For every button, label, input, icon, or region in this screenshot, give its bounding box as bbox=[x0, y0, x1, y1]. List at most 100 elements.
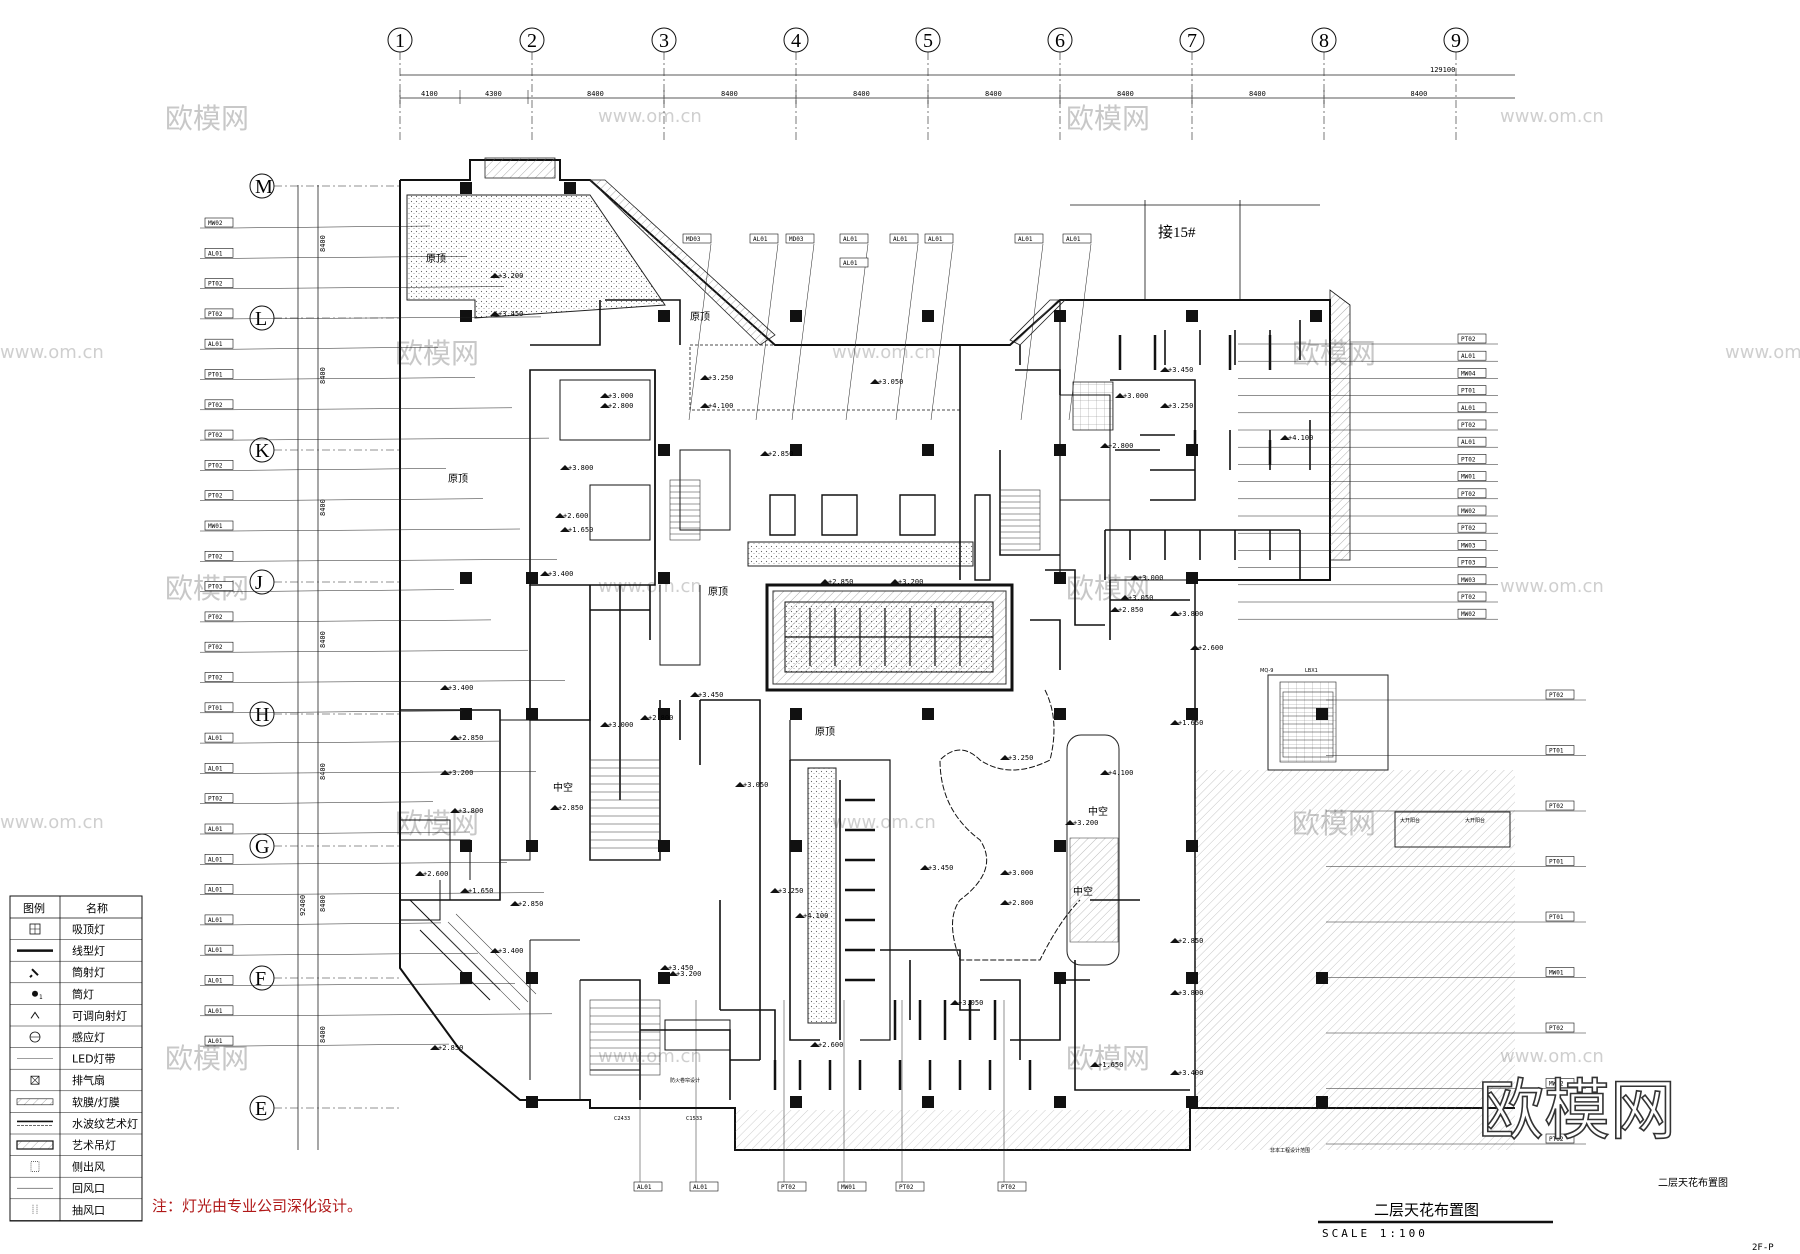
material-tag-box bbox=[204, 520, 234, 531]
column bbox=[790, 444, 802, 456]
elevation-triangle bbox=[600, 393, 610, 398]
tag-leader-line bbox=[232, 468, 447, 471]
row-axis-label: G bbox=[255, 836, 269, 858]
material-tag-box bbox=[1457, 385, 1487, 395]
sensor-light-icon bbox=[29, 1031, 41, 1043]
tag-leader-line bbox=[232, 922, 442, 926]
soft-film-icon bbox=[16, 1098, 54, 1106]
column-dimension: 8400 bbox=[721, 90, 738, 98]
column-axis-label: 4 bbox=[791, 30, 801, 52]
material-tag-code: PT02 bbox=[208, 462, 223, 469]
column bbox=[1310, 310, 1322, 322]
staircases bbox=[439, 479, 1334, 1076]
elevation-value: +3.450 bbox=[928, 864, 953, 872]
column bbox=[460, 310, 472, 322]
stair-4 bbox=[589, 999, 661, 1076]
material-tag-code: AL01 bbox=[208, 887, 223, 894]
column bbox=[790, 1096, 802, 1108]
tag-leader-line bbox=[232, 437, 550, 441]
material-tag-code: PT02 bbox=[1549, 1136, 1564, 1143]
room-label-yuanding: 原顶 bbox=[426, 253, 446, 265]
elevation-value: +3.800 bbox=[458, 807, 483, 815]
elevation-triangle bbox=[735, 782, 745, 787]
column bbox=[526, 840, 538, 852]
column bbox=[1054, 572, 1066, 584]
material-tag-box bbox=[1457, 608, 1487, 619]
tag-leader-line bbox=[232, 680, 566, 683]
column bbox=[790, 310, 802, 322]
material-tag-box bbox=[839, 233, 869, 244]
column-dimension: 8400 bbox=[853, 90, 870, 98]
room-label-lbx: LBX1 bbox=[1305, 668, 1318, 674]
elevation-value: +3.200 bbox=[1073, 819, 1098, 827]
material-tag-box bbox=[689, 1181, 719, 1192]
door-label-c2433: C2433 bbox=[614, 1116, 630, 1122]
elevation-value: +4.100 bbox=[1288, 434, 1313, 442]
elevation-triangle bbox=[600, 403, 610, 408]
tag-leader-line bbox=[232, 1043, 450, 1047]
elevation-triangle bbox=[1110, 607, 1120, 612]
elevation-triangle bbox=[440, 770, 450, 775]
material-tag-code: PT01 bbox=[208, 705, 223, 712]
elevation-triangle bbox=[450, 735, 460, 740]
tag-leader-line bbox=[232, 892, 545, 895]
material-tag-code: PT02 bbox=[1549, 692, 1564, 699]
material-tag-box bbox=[837, 1181, 867, 1192]
elevation-value: +1.650 bbox=[568, 526, 593, 534]
material-tag-code: AL01 bbox=[1461, 405, 1476, 412]
material-tag-code: AL01 bbox=[208, 826, 223, 833]
elevation-value: +2.600 bbox=[818, 1041, 843, 1049]
material-tag-code: PT02 bbox=[208, 402, 223, 409]
legend-item-name: 水波纹艺术灯 bbox=[72, 1116, 138, 1130]
elevation-triangle bbox=[700, 403, 710, 408]
watermark-brand: 欧模网 bbox=[1066, 1042, 1150, 1075]
legend-item-name: 吸顶灯 bbox=[72, 923, 105, 936]
title-block: 二层天花布置图 SCALE 1:100 二层天花布置图 2F-P bbox=[1318, 1176, 1774, 1253]
elevation-value: +1.650 bbox=[468, 887, 493, 895]
elevation-triangle bbox=[1160, 367, 1170, 372]
material-tag-code: MW01 bbox=[841, 1184, 856, 1191]
material-tag-box bbox=[997, 1181, 1027, 1192]
column bbox=[658, 972, 670, 984]
material-tag-code: MW01 bbox=[1461, 474, 1476, 481]
connect-label: 接15# bbox=[1158, 224, 1196, 241]
material-tag-box bbox=[1457, 333, 1487, 344]
material-tag-code: PT02 bbox=[1461, 336, 1476, 343]
material-tag-code: PT02 bbox=[781, 1184, 796, 1191]
material-tag-box bbox=[204, 914, 234, 925]
material-tag-code: PT01 bbox=[1549, 859, 1564, 866]
room-labels: 原顶 原顶 原顶 原顶 原顶 中空 中空 中空 大开阳台 大开阳台 MQ-9 L… bbox=[426, 224, 1485, 1154]
tag-leader-line bbox=[232, 1013, 553, 1017]
elevation-value: +2.850 bbox=[458, 734, 483, 742]
elevation-value: +3.200 bbox=[448, 769, 473, 777]
column-dimension: 8400 bbox=[985, 90, 1002, 98]
material-tag-box bbox=[633, 1181, 663, 1192]
elevation-triangle bbox=[760, 451, 770, 456]
elevation-triangle bbox=[1000, 870, 1010, 875]
column bbox=[922, 708, 934, 720]
material-tag-box bbox=[785, 233, 815, 244]
legend-item-name: 筒灯 bbox=[72, 987, 94, 1001]
tag-leader-line bbox=[232, 771, 537, 774]
material-tag-code: PT02 bbox=[1461, 525, 1476, 532]
drawing-title: 二层天花布置图 bbox=[1374, 1201, 1479, 1219]
column bbox=[658, 572, 670, 584]
material-tag-box bbox=[1545, 1078, 1575, 1088]
material-tag-code: PT02 bbox=[1549, 1025, 1564, 1032]
material-tag-code: AL01 bbox=[843, 236, 858, 243]
elevation-triangle bbox=[1065, 820, 1075, 825]
material-tag-box bbox=[1545, 1022, 1575, 1033]
column bbox=[526, 972, 538, 984]
legend-item-name: LED灯带 bbox=[72, 1053, 116, 1066]
elevation-value: +3.200 bbox=[498, 272, 523, 280]
tag-leader-line bbox=[232, 649, 529, 653]
elevation-triangle bbox=[660, 965, 670, 970]
elevation-value: +3.800 bbox=[1178, 610, 1203, 618]
material-tag-box bbox=[204, 460, 234, 470]
material-tag-box bbox=[204, 823, 234, 834]
adjustable-spotlight-icon bbox=[30, 1011, 40, 1019]
material-tag-code: MW03 bbox=[1461, 542, 1476, 549]
material-tag-code: PT02 bbox=[208, 644, 223, 651]
watermark-url: www.om.cn bbox=[1500, 106, 1604, 127]
room-label-atrium: 中空 bbox=[1088, 805, 1108, 818]
